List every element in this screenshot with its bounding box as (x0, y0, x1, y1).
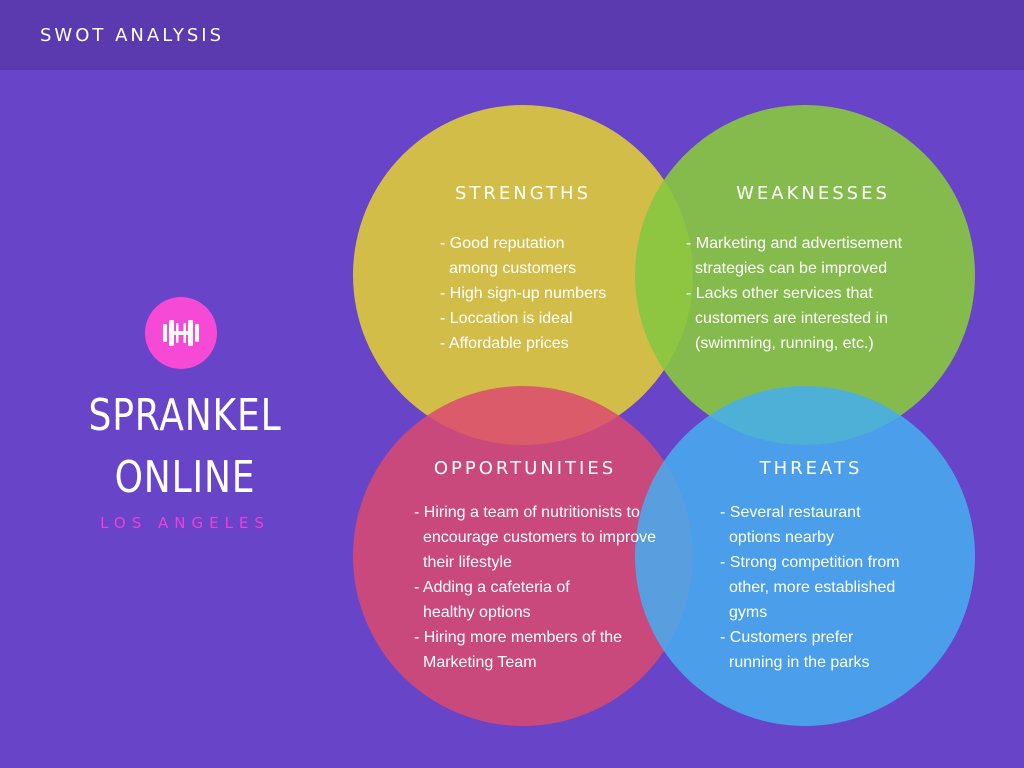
list-item: Good reputation among customers (440, 231, 609, 281)
list-item: Adding a cafeteria of healthy options (414, 575, 608, 625)
list-item: Strong competition from other, more esta… (720, 550, 904, 625)
weaknesses-title: WEAKNESSES (736, 183, 890, 204)
list-item: Loccation is ideal (440, 306, 645, 331)
list-item: High sign-up numbers (440, 281, 645, 306)
brand-name-line1: SPRANKEL (88, 390, 282, 441)
list-item: Marketing and advertisement strategies c… (686, 231, 936, 281)
brand-logo (145, 297, 217, 369)
header-bar: SWOT ANALYSIS (0, 0, 1024, 70)
opportunities-title: OPPORTUNITIES (433, 458, 617, 479)
brand-name-line2: ONLINE (114, 452, 256, 503)
list-item: Hiring a team of nutritionists to encour… (414, 500, 659, 575)
dumbbell-icon (163, 320, 199, 346)
brand-name: SPRANKEL ONLINE (66, 385, 304, 509)
weaknesses-list: Marketing and advertisement strategies c… (686, 231, 936, 356)
strengths-list: Good reputation among customers High sig… (440, 231, 645, 356)
strengths-title: STRENGTHS (454, 183, 592, 204)
threats-title: THREATS (759, 458, 863, 479)
list-item: Customers prefer running in the parks (720, 625, 904, 675)
list-item: Hiring more members of the Marketing Tea… (414, 625, 638, 675)
brand-location: LOS ANGELES (100, 514, 270, 532)
list-item: Several restaurant options nearby (720, 500, 894, 550)
list-item: Lacks other services that customers are … (686, 281, 931, 356)
page-title: SWOT ANALYSIS (40, 25, 224, 46)
list-item: Affordable prices (440, 331, 645, 356)
threats-list: Several restaurant options nearby Strong… (720, 500, 910, 675)
opportunities-list: Hiring a team of nutritionists to encour… (414, 500, 659, 675)
